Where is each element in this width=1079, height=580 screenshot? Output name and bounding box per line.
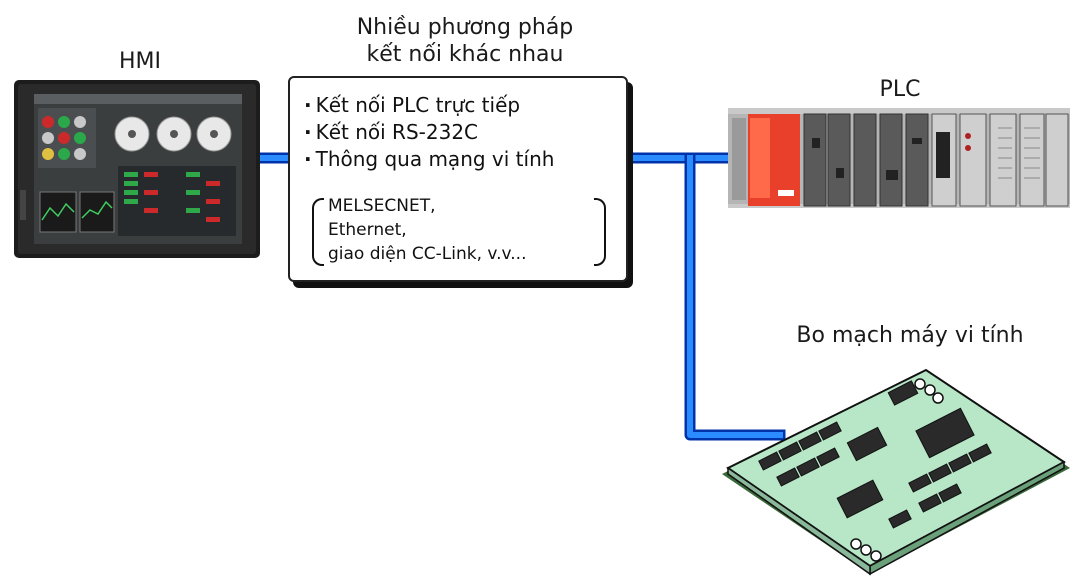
title-line-1: Nhiều phương pháp bbox=[356, 15, 574, 40]
computer-board-label: Bo mạch máy vi tính bbox=[796, 323, 1024, 348]
method-item: Kết nối PLC trực tiếp bbox=[304, 92, 554, 119]
plc-rack-icon bbox=[728, 108, 1070, 210]
title-line-2: kết nối khác nhau bbox=[366, 42, 564, 67]
hmi-screen-icon bbox=[14, 80, 260, 258]
hmi-label: HMI bbox=[118, 49, 161, 74]
network-examples-text: MELSECNET, Ethernet, giao diện CC-Link, … bbox=[328, 194, 526, 266]
plc-label: PLC bbox=[879, 77, 921, 102]
right-bracket bbox=[594, 198, 606, 266]
method-item: Kết nối RS-232C bbox=[304, 119, 554, 146]
circuit-board-icon bbox=[720, 368, 1072, 578]
network-examples: MELSECNET, Ethernet, giao diện CC-Link, … bbox=[312, 194, 612, 272]
left-bracket bbox=[312, 198, 324, 266]
network-example: Ethernet, bbox=[328, 220, 407, 240]
board-link-line-inner bbox=[687, 155, 783, 438]
method-item: Thông qua mạng vi tính bbox=[304, 146, 555, 173]
network-example: giao diện CC-Link, v.v... bbox=[328, 244, 527, 264]
connection-methods-title: Nhiều phương pháp kết nối khác nhau bbox=[300, 14, 630, 68]
connection-methods-box: Kết nối PLC trực tiếp Kết nối RS-232C Th… bbox=[288, 76, 628, 282]
connection-methods-list: Kết nối PLC trực tiếp Kết nối RS-232C Th… bbox=[304, 92, 555, 173]
network-example: MELSECNET, bbox=[328, 196, 436, 216]
